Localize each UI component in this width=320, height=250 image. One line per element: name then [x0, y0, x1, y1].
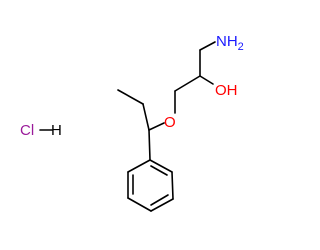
ring-bond-4 [127, 197, 152, 212]
ring-bond-6 [127, 159, 151, 173]
ring-double-bond-1 [150, 165, 168, 176]
bond-ch-ether-o [148, 122, 165, 131]
amine-main-label: NH [216, 33, 238, 50]
bond-ch2-n [199, 41, 216, 51]
ring-bond-2 [171, 171, 174, 200]
chlorine-label: Cl [20, 122, 34, 139]
structure-canvas: NH2 OH O Cl H [20, 33, 244, 212]
ring-bond-3 [150, 198, 174, 212]
bond-ch2-ch [142, 103, 150, 131]
molecule-svg: NH2 OH O Cl H [20, 33, 244, 212]
ether-oxygen-label: O [164, 114, 176, 131]
bond-ch2-choh [174, 75, 201, 92]
bond-layer [39, 41, 216, 212]
amine-label: NH2 [216, 33, 244, 53]
bond-choh-oh [199, 75, 214, 85]
amine-subscript-label: 2 [238, 41, 244, 53]
hydroxyl-label: OH [215, 82, 238, 99]
bond-ch-phenyl [148, 129, 151, 161]
label-layer: NH2 OH O Cl H [20, 33, 244, 139]
hydrogen-label: H [51, 122, 62, 139]
ring-double-bond-2 [150, 194, 169, 206]
bond-ch3-ch2 [117, 89, 144, 105]
ring-bond-1 [149, 159, 173, 173]
